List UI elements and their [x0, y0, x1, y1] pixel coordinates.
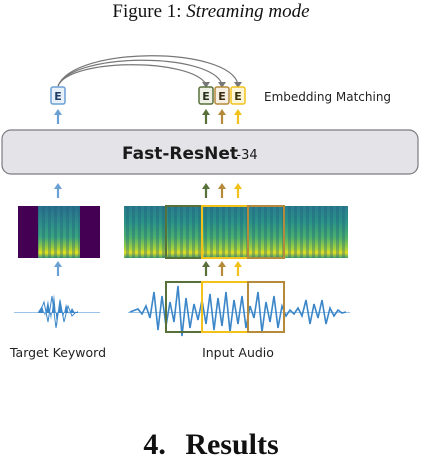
streaming-mode-diagram: E E E E Embedding Matching F: [1, 55, 419, 360]
arrow-up-window1-mid: [202, 183, 210, 198]
arrow-up-target-low: [54, 261, 62, 276]
arrow-up-window3-top: [234, 109, 242, 124]
arrow-up-window2-top: [218, 109, 226, 124]
model-depth: -34: [236, 148, 257, 163]
arrow-up-window3-mid: [234, 183, 242, 198]
matching-arcs: [57, 55, 239, 87]
input-audio-label: Input Audio: [202, 345, 274, 360]
target-spectrogram: [18, 206, 100, 258]
target-keyword-label: Target Keyword: [9, 345, 106, 360]
input-spectrogram: [124, 205, 348, 259]
section-title: Results: [185, 428, 279, 461]
model-name: Fast-ResNet: [122, 144, 238, 164]
matching-arc-3: [57, 55, 239, 87]
arrow-up-window2-low: [218, 261, 226, 276]
window-frame-2-spectrogram: [247, 205, 285, 259]
model-box: Fast-ResNet -34: [1, 129, 419, 175]
figure-caption: Figure 1: Streaming mode: [0, 0, 422, 24]
window-embedding-letter-3: E: [234, 90, 242, 103]
window-embedding-token-3: E: [230, 86, 246, 105]
section-number: 4.: [143, 428, 166, 461]
target-waveform: [14, 294, 100, 329]
matching-arc-2: [57, 59, 223, 87]
target-embedding-token: E: [50, 86, 66, 105]
figure-title: Streaming mode: [186, 1, 310, 22]
window-embedding-letter-1: E: [202, 90, 210, 103]
arrow-up-target-mid: [54, 183, 62, 198]
embedding-matching-label: Embedding Matching: [264, 90, 391, 104]
arc-arrowheads: [202, 82, 242, 88]
arrow-up-window1-low: [202, 261, 210, 276]
target-embedding-letter: E: [54, 90, 62, 103]
arrow-up-window1-top: [202, 109, 210, 124]
arrows-model-to-embedding: [54, 109, 242, 124]
arrow-up-window3-low: [234, 261, 242, 276]
arrow-up-window2-mid: [218, 183, 226, 198]
window-embedding-token-1: E: [198, 86, 214, 105]
arrows-waveform-to-spectrogram: [54, 261, 242, 276]
window-frame-2-waveform: [247, 281, 285, 333]
section-heading: 4. Results: [0, 428, 422, 462]
input-waveform: [128, 281, 350, 337]
window-embedding-token-2: E: [214, 86, 230, 105]
window-embedding-letter-2: E: [218, 90, 226, 103]
figure-label: Figure 1:: [112, 1, 182, 22]
arrow-up-target-top: [54, 109, 62, 124]
matching-arc-1: [57, 64, 207, 87]
arrows-spectrogram-to-model: [54, 183, 242, 198]
